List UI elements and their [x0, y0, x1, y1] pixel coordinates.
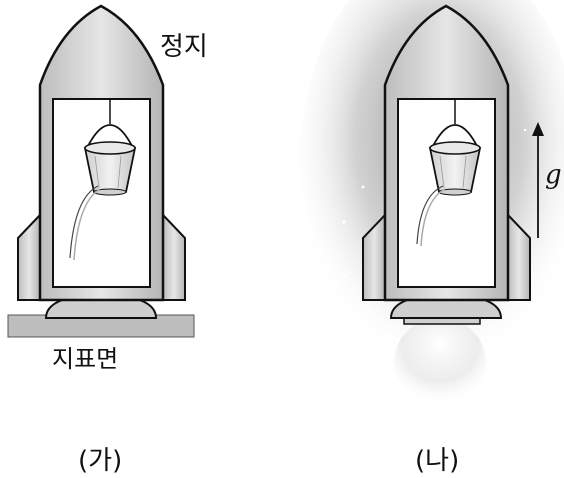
- rocket-b: [300, 0, 564, 406]
- rocket-a: [7, 4, 195, 338]
- star: [342, 220, 346, 224]
- bucket-icon: [83, 141, 137, 196]
- left-fin: [17, 212, 41, 301]
- caption-b: (나): [415, 446, 460, 476]
- star: [361, 185, 365, 189]
- acceleration-g-label: g: [545, 160, 562, 190]
- water-stream-inner: [73, 188, 101, 261]
- water-stream-inner: [420, 188, 446, 247]
- acceleration-arrow-icon: [532, 122, 544, 238]
- bucket-icon: [428, 141, 482, 196]
- water-stream: [69, 185, 99, 259]
- stationary-label: 정지: [160, 32, 208, 62]
- bucket-handle: [431, 124, 479, 149]
- water-stream: [416, 185, 444, 245]
- star: [343, 274, 347, 278]
- star: [523, 128, 527, 132]
- ground-label: 지표면: [52, 345, 119, 373]
- right-fin: [162, 212, 186, 301]
- exhaust-flame-icon: [394, 318, 486, 406]
- bucket-handle: [86, 124, 134, 149]
- caption-a: (가): [78, 446, 123, 476]
